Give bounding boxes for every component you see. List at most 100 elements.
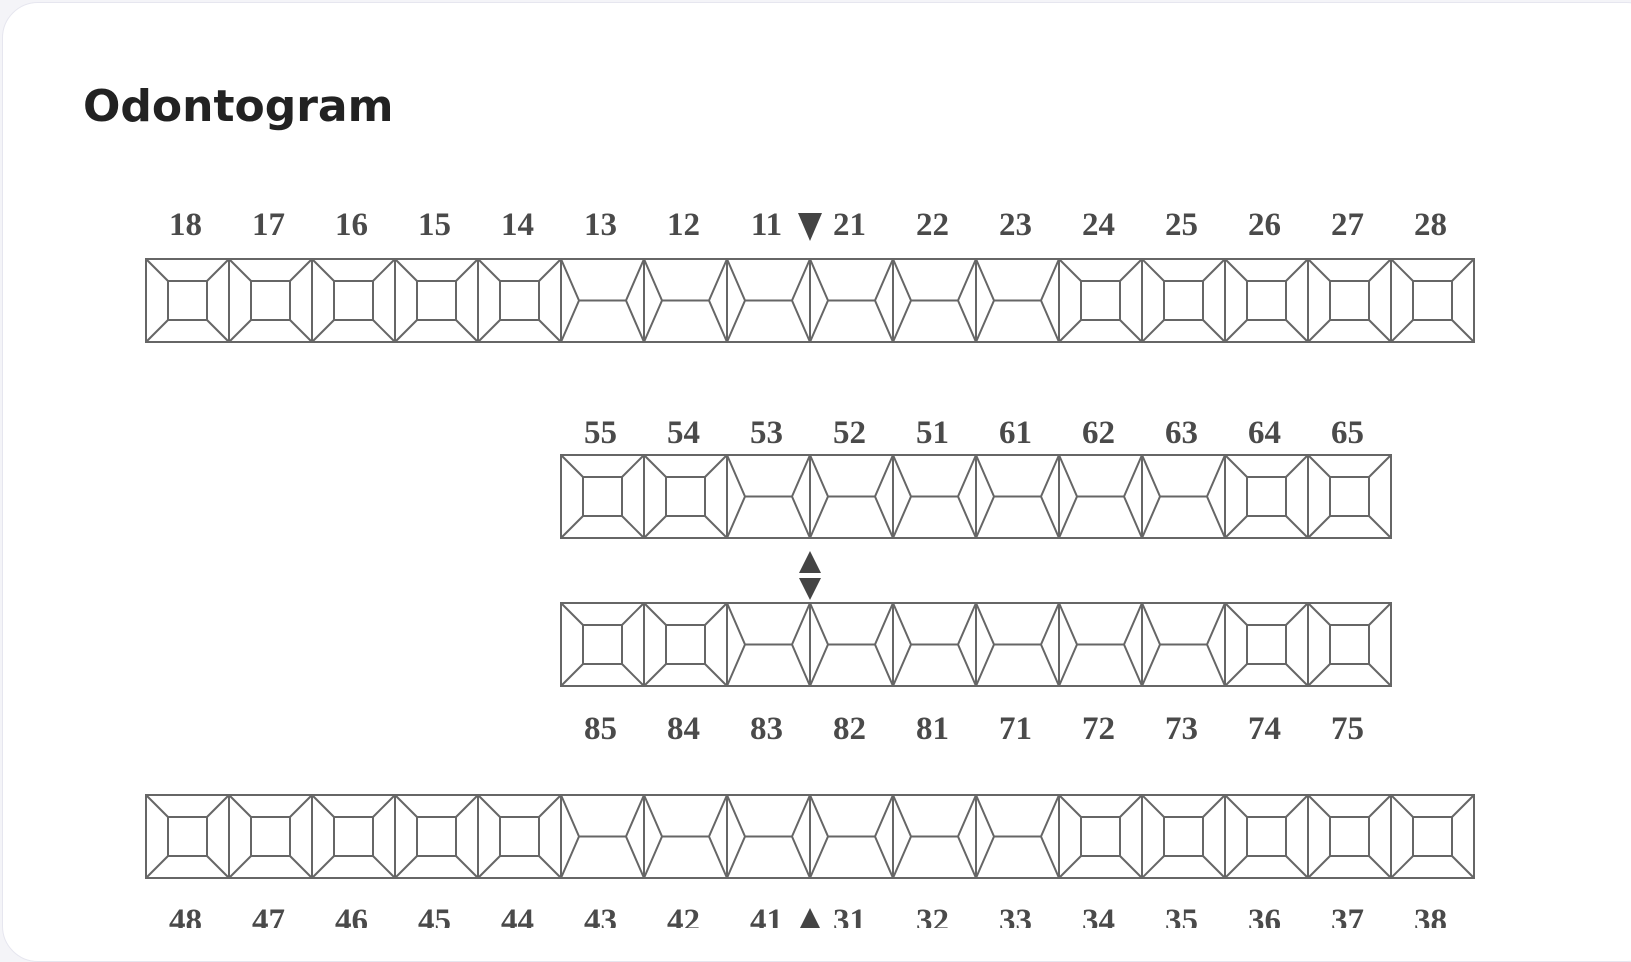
tooth-84[interactable] [643, 602, 728, 687]
tooth-number-label: 36 [1248, 903, 1281, 928]
tooth-17[interactable] [228, 258, 313, 343]
tooth-16[interactable] [311, 258, 396, 343]
tooth-46[interactable] [311, 794, 396, 879]
tooth-number-label: 63 [1165, 415, 1198, 451]
tooth-row-permanent-upper [145, 258, 1475, 343]
tooth-12[interactable] [643, 258, 728, 343]
tooth-43[interactable] [560, 794, 645, 879]
tooth-number-label: 81 [916, 711, 949, 747]
tooth-number-label: 22 [916, 207, 949, 243]
tooth-53[interactable] [726, 454, 811, 539]
tooth-22[interactable] [892, 258, 977, 343]
tooth-47[interactable] [228, 794, 313, 879]
tooth-52[interactable] [809, 454, 894, 539]
tooth-34[interactable] [1058, 794, 1143, 879]
tooth-36[interactable] [1224, 794, 1309, 879]
tooth-24[interactable] [1058, 258, 1143, 343]
tooth-32[interactable] [892, 794, 977, 879]
tooth-number-label: 38 [1414, 903, 1447, 928]
tooth-33[interactable] [975, 794, 1060, 879]
tooth-number-label: 33 [999, 903, 1032, 928]
tooth-number-label: 11 [751, 207, 782, 243]
tooth-41[interactable] [726, 794, 811, 879]
tooth-number-label: 85 [584, 711, 617, 747]
tooth-74[interactable] [1224, 602, 1309, 687]
tooth-81[interactable] [892, 602, 977, 687]
tooth-number-label: 46 [335, 903, 368, 928]
tooth-number-label: 43 [584, 903, 617, 928]
midline-arrow-up-icon [800, 908, 820, 928]
tooth-18[interactable] [145, 258, 230, 343]
tooth-64[interactable] [1224, 454, 1309, 539]
tooth-number-label: 42 [667, 903, 700, 928]
page-title: Odontogram [83, 81, 394, 132]
tooth-13[interactable] [560, 258, 645, 343]
tooth-number-label: 27 [1331, 207, 1364, 243]
tooth-number-label: 45 [418, 903, 451, 928]
tooth-row-deciduous-lower [560, 602, 1392, 687]
tooth-31[interactable] [809, 794, 894, 879]
tooth-number-label: 26 [1248, 207, 1281, 243]
tooth-number-label: 21 [833, 207, 866, 243]
tooth-number-label: 44 [501, 903, 534, 928]
tooth-11[interactable] [726, 258, 811, 343]
tooth-35[interactable] [1141, 794, 1226, 879]
tooth-number-label: 13 [584, 207, 617, 243]
tooth-number-label: 15 [418, 207, 451, 243]
tooth-83[interactable] [726, 602, 811, 687]
tooth-25[interactable] [1141, 258, 1226, 343]
tooth-number-label: 41 [750, 903, 783, 928]
tooth-number-label: 23 [999, 207, 1032, 243]
tooth-number-label: 71 [999, 711, 1032, 747]
tooth-number-label: 48 [169, 903, 202, 928]
tooth-54[interactable] [643, 454, 728, 539]
tooth-21[interactable] [809, 258, 894, 343]
tooth-number-label: 17 [252, 207, 285, 243]
tooth-75[interactable] [1307, 602, 1392, 687]
tooth-61[interactable] [975, 454, 1060, 539]
tooth-number-label: 75 [1331, 711, 1364, 747]
tooth-71[interactable] [975, 602, 1060, 687]
tooth-number-label: 32 [916, 903, 949, 928]
tooth-73[interactable] [1141, 602, 1226, 687]
tooth-62[interactable] [1058, 454, 1143, 539]
tooth-44[interactable] [477, 794, 562, 879]
tooth-15[interactable] [394, 258, 479, 343]
tooth-number-label: 18 [169, 207, 202, 243]
tooth-23[interactable] [975, 258, 1060, 343]
tooth-number-label: 12 [667, 207, 700, 243]
tooth-number-label: 73 [1165, 711, 1198, 747]
tooth-27[interactable] [1307, 258, 1392, 343]
tooth-48[interactable] [145, 794, 230, 879]
tooth-number-label: 37 [1331, 903, 1364, 928]
tooth-number-label: 62 [1082, 415, 1115, 451]
tooth-26[interactable] [1224, 258, 1309, 343]
tooth-number-label: 31 [833, 903, 866, 928]
tooth-42[interactable] [643, 794, 728, 879]
tooth-number-label: 24 [1082, 207, 1115, 243]
tooth-number-label: 74 [1248, 711, 1281, 747]
tooth-72[interactable] [1058, 602, 1143, 687]
tooth-number-label: 14 [501, 207, 534, 243]
tooth-38[interactable] [1390, 794, 1475, 879]
tooth-82[interactable] [809, 602, 894, 687]
tooth-number-label: 16 [335, 207, 368, 243]
tooth-37[interactable] [1307, 794, 1392, 879]
midline-arrow-up-icon [799, 551, 821, 573]
tooth-51[interactable] [892, 454, 977, 539]
midline-arrow-down-icon [798, 213, 822, 241]
tooth-65[interactable] [1307, 454, 1392, 539]
tooth-28[interactable] [1390, 258, 1475, 343]
tooth-45[interactable] [394, 794, 479, 879]
tooth-number-label: 28 [1414, 207, 1447, 243]
tooth-85[interactable] [560, 602, 645, 687]
tooth-63[interactable] [1141, 454, 1226, 539]
tooth-number-label: 34 [1082, 903, 1115, 928]
tooth-number-label: 64 [1248, 415, 1281, 451]
tooth-number-label: 55 [584, 415, 617, 451]
tooth-14[interactable] [477, 258, 562, 343]
tooth-number-label: 25 [1165, 207, 1198, 243]
tooth-55[interactable] [560, 454, 645, 539]
tooth-row-permanent-lower [145, 794, 1475, 879]
